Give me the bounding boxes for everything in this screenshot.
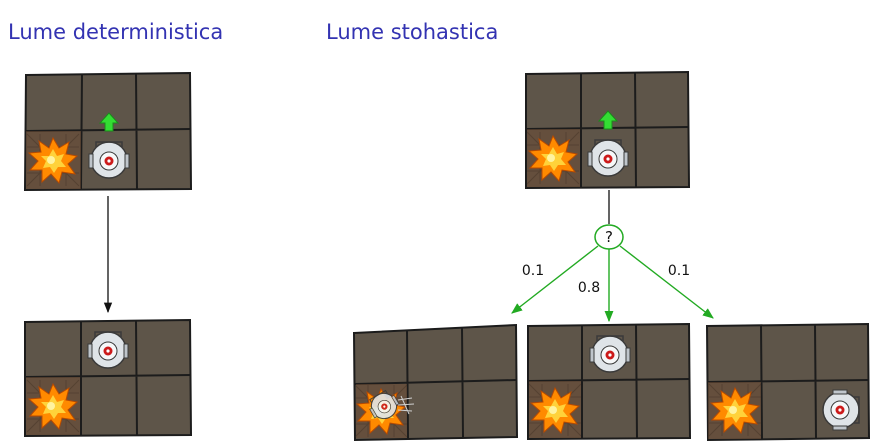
probability-left: 0.1 bbox=[522, 263, 544, 279]
probability-up: 0.8 bbox=[578, 280, 600, 296]
chance-node: ? bbox=[594, 224, 624, 250]
transition-arrow-right bbox=[619, 245, 714, 319]
stochastic-world-title: Lume stohastica bbox=[326, 20, 499, 44]
chance-node-label: ? bbox=[605, 228, 613, 246]
deterministic-world-title: Lume deterministica bbox=[8, 20, 224, 44]
transition-arrow-left bbox=[511, 245, 599, 314]
probability-right: 0.1 bbox=[668, 263, 690, 279]
crash-marks bbox=[397, 395, 415, 415]
